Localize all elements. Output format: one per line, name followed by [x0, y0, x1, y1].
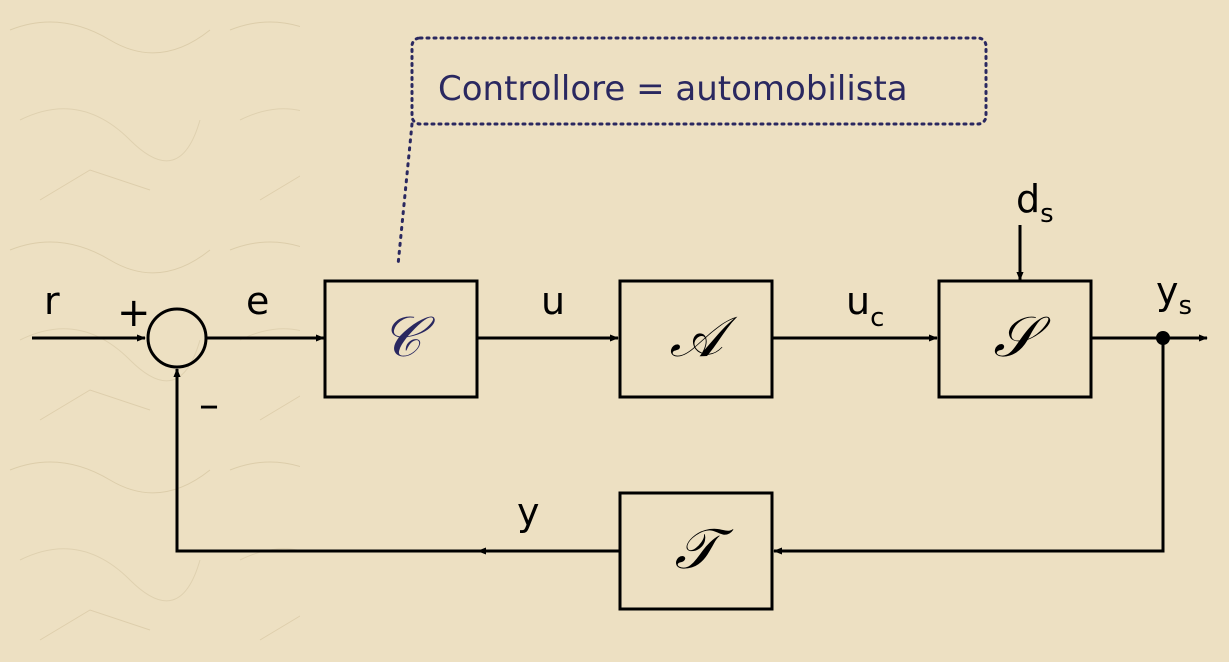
minus-sign: – — [199, 382, 219, 428]
transducer-symbol: 𝒯 — [675, 517, 734, 582]
callout-text: Controllore = automobilista — [438, 69, 908, 109]
callout-box — [410, 36, 988, 126]
plus-sign: + — [117, 290, 151, 336]
signal-ys-label: ys — [1156, 269, 1192, 321]
signal-y-label: y — [517, 490, 540, 534]
feedback-to-junction — [173, 368, 480, 553]
feedback-to-transducer — [773, 338, 1165, 555]
signal-u-label: u — [541, 279, 565, 323]
actuator-symbol: 𝒜 — [670, 305, 738, 370]
signal-uc-label: uc — [846, 279, 884, 333]
callout-pointer — [396, 122, 414, 267]
signal-ds-label: ds — [1016, 177, 1054, 229]
signal-r-label: r — [44, 279, 60, 323]
controller-symbol: 𝒞 — [381, 305, 436, 370]
system-symbol: 𝒮 — [993, 305, 1051, 370]
signal-e-label: e — [246, 279, 269, 323]
